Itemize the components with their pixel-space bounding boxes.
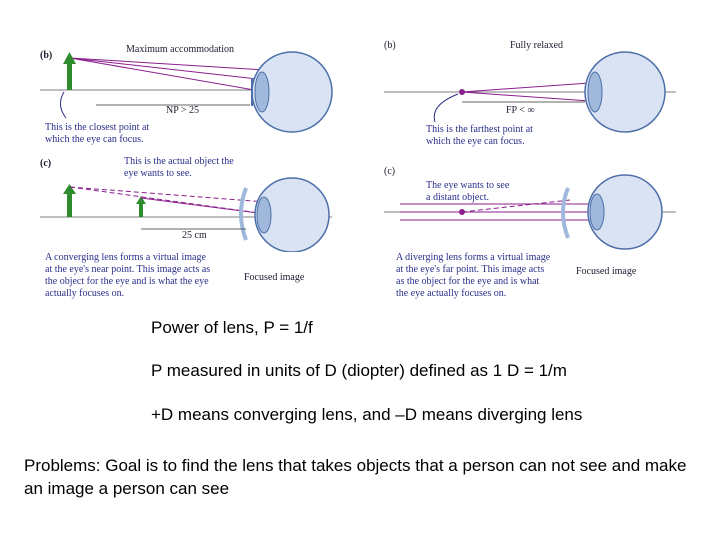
panel-tag: (c) [40,158,51,169]
virtual-image-arrow [67,192,72,217]
distance-label: NP > 25 [166,105,199,116]
distance-label: 25 cm [182,230,207,241]
converging-lens-icon [239,187,248,241]
eyeball-icon [251,51,333,133]
ray-upper [69,57,267,93]
eyeball-icon [587,174,663,250]
problems-statement: Problems: Goal is to find the lens that … [24,456,687,498]
object-arrow-head [63,52,76,64]
focused-image-label: Focused image [244,272,305,283]
far-point-note: This is the farthest point at which the … [426,124,533,147]
lens-power-formula: Power of lens, P = 1/f [151,318,313,337]
near-point-diagram: (b) Maximum accommodation NP > 25 [40,44,333,133]
ray-solid [140,197,267,215]
virtual-image-marker [459,209,465,215]
panel-tag: (b) [384,40,396,51]
ray-lower [69,57,267,71]
converging-lens-diagram: (c) 25 cm [40,158,332,252]
panel-far-point-fully-relaxed: (b) Fully relaxed FP < ∞ [380,30,680,150]
far-point-diagram: (b) Fully relaxed FP < ∞ [384,40,676,133]
focused-image-label: Focused image [576,266,637,277]
actual-object-note: This is the actual object the eye wants … [124,156,234,179]
sign-convention: +D means converging lens, and –D means d… [151,405,583,424]
panel-title: Fully relaxed [510,40,563,51]
callout-arrow [433,93,459,123]
ray-virtual [461,199,571,213]
diverging-lens-diagram: (c) [384,166,676,250]
distant-object-note: The eye wants to see a distant object. [426,180,510,203]
panel-tag: (b) [40,50,52,61]
panel-diverging-lens: (c) [380,152,680,252]
panel-title: Maximum accommodation [126,44,234,55]
distance-label: FP < ∞ [506,105,535,116]
diopter-definition: P measured in units of D (diopter) defin… [151,361,567,380]
ray-middle [69,57,267,81]
panel-tag: (c) [384,166,395,177]
object-arrow-shaft [67,62,72,90]
eyeball-icon [584,51,666,133]
near-point-note: This is the closest point at which the e… [45,122,150,145]
converging-lens-note: A converging lens forms a virtual image … [45,252,211,299]
panel-near-point-max-accommodation: (b) Maximum accommodation NP > 25 [36,30,336,150]
actual-object-arrow [139,202,143,217]
callout-arrow [60,91,67,119]
panel-converging-lens: (c) 25 cm [36,152,336,252]
diverging-lens-icon [561,187,570,239]
eyeball-icon [254,177,330,252]
diverging-lens-note: A diverging lens forms a virtual image a… [396,252,551,299]
